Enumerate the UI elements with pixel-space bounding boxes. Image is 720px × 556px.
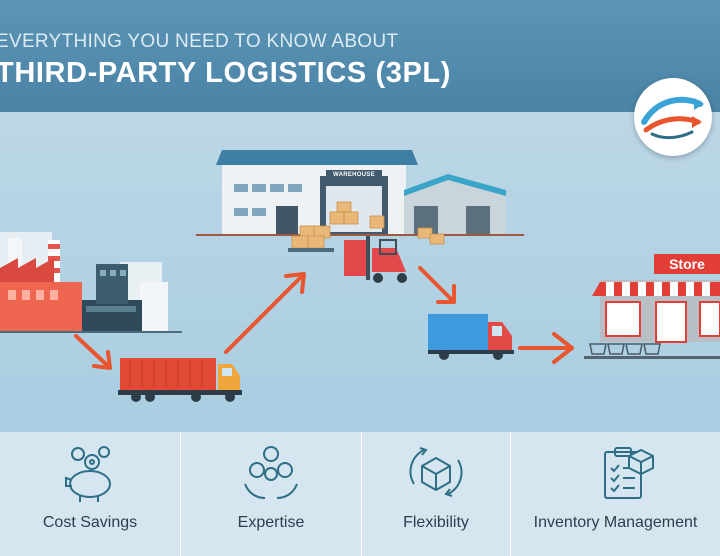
container-truck-illustration bbox=[118, 358, 242, 402]
benefit-label: Cost Savings bbox=[42, 514, 138, 531]
gears-hands-icon bbox=[244, 446, 298, 499]
benefit-label: Expertise bbox=[237, 514, 305, 531]
warehouse-sign: WAREHOUSE bbox=[326, 170, 382, 181]
store-sign: Store bbox=[654, 254, 720, 274]
divider bbox=[510, 432, 511, 556]
benefit-label: Inventory Management bbox=[533, 514, 698, 531]
swoosh-arrows-icon bbox=[641, 96, 704, 140]
delivery-truck-illustration bbox=[428, 314, 514, 360]
divider bbox=[180, 432, 181, 556]
header-banner: EVERYTHING YOU NEED TO KNOW ABOUT THIRD-… bbox=[0, 0, 720, 112]
scene-illustration bbox=[0, 150, 720, 402]
factory-illustration bbox=[0, 232, 182, 333]
header-title: THIRD-PARTY LOGISTICS (3PL) bbox=[0, 57, 451, 89]
benefit-expertise: Expertise bbox=[181, 432, 361, 556]
benefit-label: Flexibility bbox=[403, 514, 469, 531]
benefit-cost-savings: Cost Savings bbox=[0, 432, 180, 556]
cube-cycle-icon bbox=[409, 447, 463, 497]
divider bbox=[361, 432, 362, 556]
supply-chain-scene: WAREHOUSE Store bbox=[0, 112, 720, 432]
company-logo bbox=[634, 78, 712, 156]
clipboard-box-icon bbox=[604, 447, 654, 499]
store-illustration bbox=[584, 280, 720, 359]
flow-arrows bbox=[74, 266, 574, 370]
warehouse-illustration bbox=[196, 150, 524, 283]
benefits-strip: Cost Savings Expertise bbox=[0, 432, 720, 556]
piggy-bank-gears-icon bbox=[65, 446, 111, 502]
benefit-flexibility: Flexibility bbox=[362, 432, 510, 556]
benefit-inventory-management: Inventory Management bbox=[511, 432, 720, 556]
header-kicker: EVERYTHING YOU NEED TO KNOW ABOUT bbox=[0, 31, 399, 52]
